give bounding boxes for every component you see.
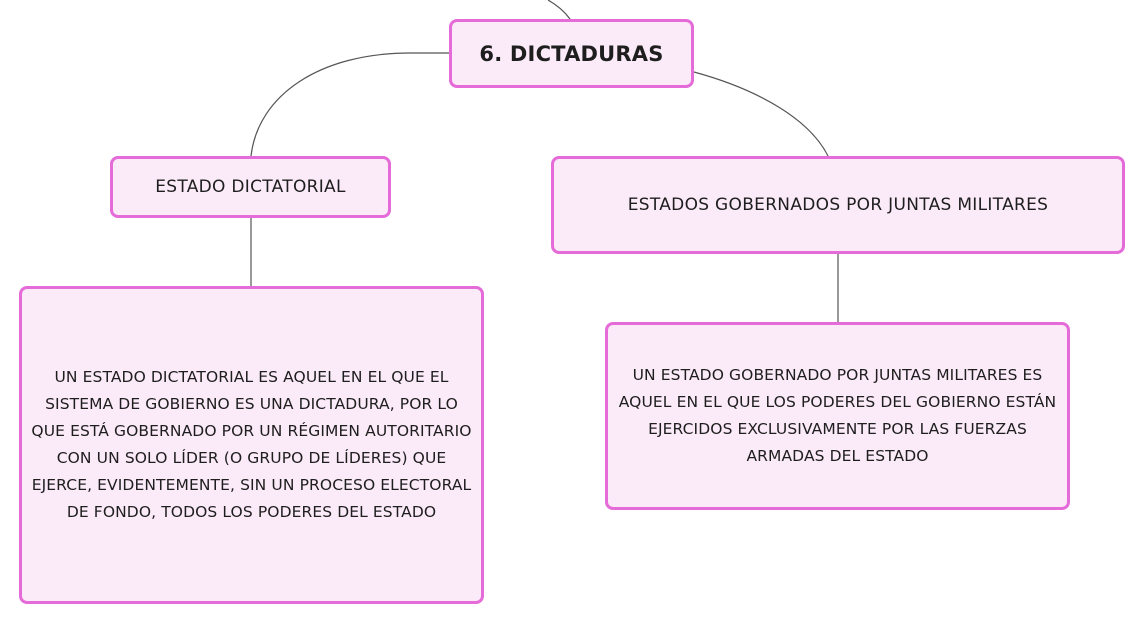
juntas-militares-node[interactable]: ESTADOS GOBERNADOS POR JUNTAS MILITARES [551,156,1125,254]
juntas-militares-description: UN ESTADO GOBERNADO POR JUNTAS MILITARES… [618,366,1057,465]
estado-dictatorial-label: ESTADO DICTATORIAL [155,177,346,197]
connector-root-to-right-branch [693,71,829,157]
juntas-militares-label: ESTADOS GOBERNADOS POR JUNTAS MILITARES [627,195,1049,215]
connector-parent-to-root [547,0,571,20]
estado-dictatorial-description: UN ESTADO DICTATORIAL ES AQUEL EN EL QUE… [31,368,472,521]
juntas-militares-description-node[interactable]: UN ESTADO GOBERNADO POR JUNTAS MILITARES… [605,322,1070,510]
estado-dictatorial-node[interactable]: ESTADO DICTATORIAL [110,156,391,218]
root-topic-label: 6. DICTADURAS [479,41,664,66]
connector-root-to-left-branch [250,52,449,157]
root-topic-node[interactable]: 6. DICTADURAS [449,19,694,88]
estado-dictatorial-description-node[interactable]: UN ESTADO DICTATORIAL ES AQUEL EN EL QUE… [19,286,484,604]
